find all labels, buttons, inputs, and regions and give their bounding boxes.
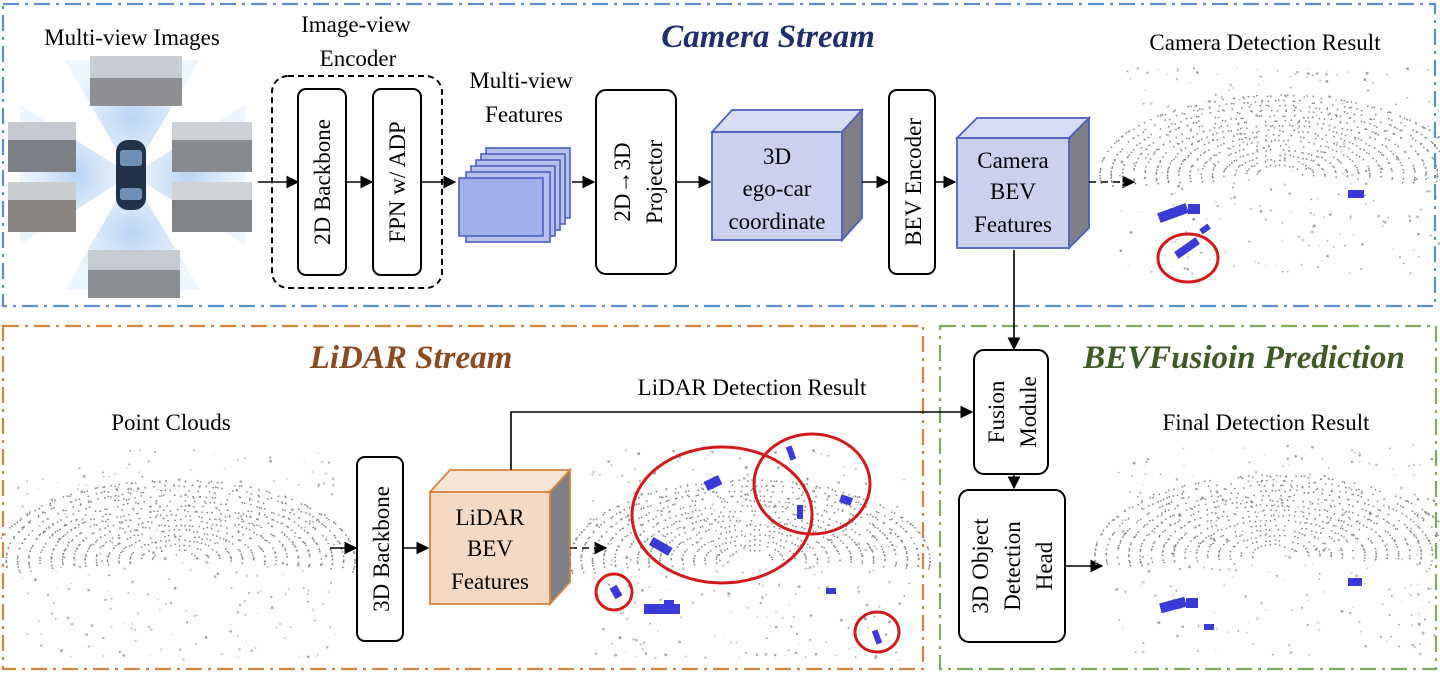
final-result-pointcloud [1094,444,1440,656]
fusion-label-line1: Fusion [984,380,1009,443]
multiview-images-label: Multi-view Images [44,25,220,50]
lidar-result-label: LiDAR Detection Result [638,375,867,400]
bev-encoder-label: BEV Encoder [901,118,926,246]
ego-coordinate-cube [709,107,865,243]
fusion-title: BEVFusioin Prediction [1082,340,1405,376]
fpn-label: FPN w/ ADP [385,121,410,242]
fusion-frame [938,324,1438,671]
encoder-title-line1: Image-view [301,12,411,37]
camera-result-highlight-circle [1156,232,1220,284]
backbone-3d-label: 3D Backbone [369,486,394,612]
projector-label-line2: Projector [642,140,667,225]
lidar-bev-line1: LiDAR [456,505,526,530]
camera-result-label: Camera Detection Result [1149,30,1381,55]
camera-bev-line3: Features [974,212,1052,237]
camera-stream-frame [1,2,1437,308]
lidar-stream-frame [1,324,925,671]
camera-bev-line1: Camera [977,148,1049,173]
lidar-highlight-circle-left [594,572,634,612]
mv-features-line2: Features [485,102,563,127]
camera-bev-line2: BEV [990,179,1036,204]
camera-bev-cube [954,115,1092,251]
ego-label-line3: coordinate [728,209,825,234]
lidar-stream-title: LiDAR Stream [309,340,513,376]
mv-features-stack [458,147,571,243]
backbone-3d-box [356,456,404,642]
encoder-title-line2: Encoder [320,46,397,71]
camera-stream-title: Camera Stream [661,19,875,55]
head-label-line2: Detection [1000,521,1025,611]
multiview-images-graphic [8,56,252,298]
ego-label-line2: ego-car [743,176,812,201]
point-clouds-label: Point Clouds [111,410,231,435]
camera-result-pointcloud [1099,65,1440,284]
lidar-highlight-circle-top [752,432,872,536]
arrow-lidar-bev-to-fusion [510,405,974,470]
lidar-result-pointcloud [569,432,931,661]
mv-features-line1: Multi-view [469,68,573,93]
lidar-highlight-circle-right [853,610,901,654]
lidar-bev-line3: Features [451,569,529,594]
ego-label-line1: 3D [763,144,791,169]
lidar-bev-line2: BEV [467,536,513,561]
final-result-label: Final Detection Result [1163,410,1371,435]
car-icon [116,140,146,210]
projector-label-line1: 2D→3D [610,142,635,221]
lidar-bev-cube [427,467,573,607]
head-label-line3: Head [1032,541,1057,590]
fusion-module-box [973,349,1049,475]
lidar-highlight-circle-large [630,445,814,585]
point-clouds-graphic [0,449,356,661]
backbone-2d-label: 2D Backbone [310,119,335,245]
fusion-label-line2: Module [1016,376,1041,448]
head-label-line1: 3D Object [968,518,993,614]
